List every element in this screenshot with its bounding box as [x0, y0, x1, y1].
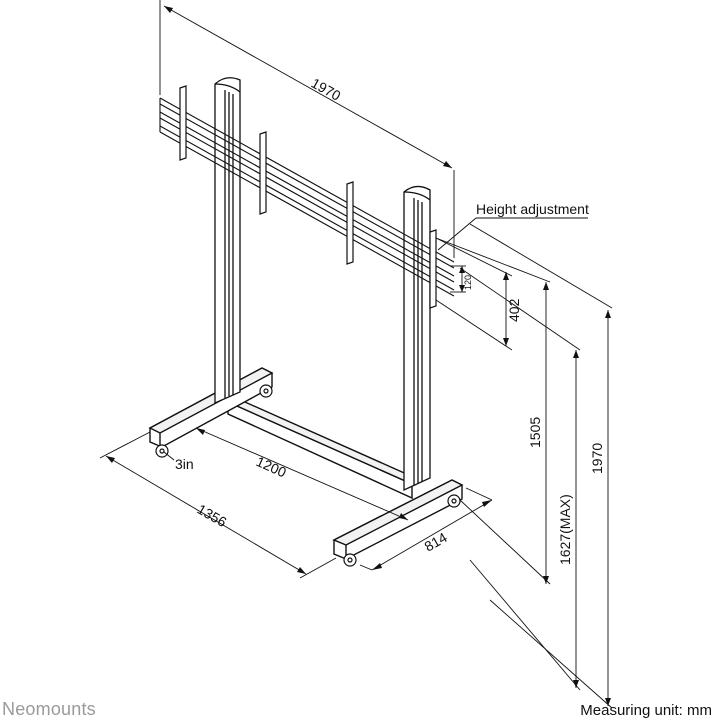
- mounting-rails: [159, 97, 455, 297]
- wheel-size-label: 3in: [175, 456, 194, 472]
- height-adjustment-label: Height adjustment: [476, 201, 589, 217]
- overall-height-label: 1970: [589, 443, 605, 474]
- bracket-arm: [429, 229, 437, 309]
- dimension-arrows: [106, 6, 611, 706]
- bracket-arm: [259, 131, 267, 215]
- min-height-label: 1505: [527, 417, 543, 448]
- inner-width-label: 1200: [254, 453, 289, 480]
- mount-height-label: 402: [506, 298, 522, 322]
- right-column: [403, 185, 431, 492]
- measuring-unit-note: Measuring unit: mm: [580, 702, 712, 719]
- vesa-brackets: [179, 85, 437, 309]
- adjust-range-label: 120: [463, 275, 473, 290]
- bracket-arm: [179, 85, 187, 161]
- max-height-label: 1627(MAX): [557, 494, 573, 565]
- base-depth-label: 814: [422, 529, 450, 555]
- left-column: [214, 77, 241, 404]
- brand-logo-text: Neomounts: [2, 699, 96, 719]
- stand-base: [148, 367, 464, 560]
- dimension-lines: [99, 0, 613, 709]
- casters: [155, 384, 461, 567]
- base-crossbar: [227, 400, 413, 500]
- overall-width-label: 1970: [309, 75, 344, 104]
- bracket-arm: [346, 181, 354, 265]
